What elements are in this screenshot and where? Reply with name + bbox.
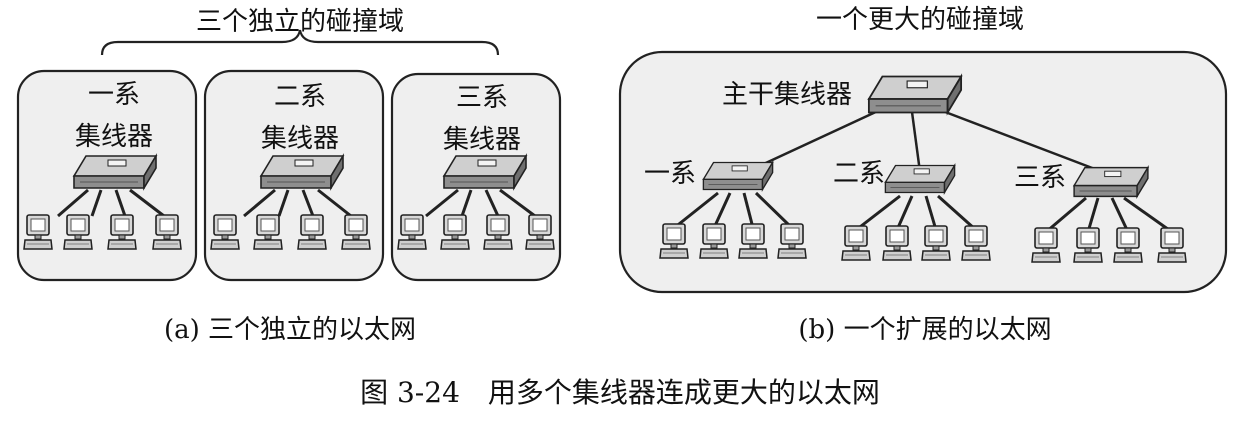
hub-label: 集线器 <box>75 122 153 152</box>
computer-icon <box>882 225 912 261</box>
panel-a-caption: (a) 三个独立的以太网 <box>164 315 416 345</box>
computer-icon <box>1073 227 1103 263</box>
hub-icon <box>260 155 344 189</box>
collision-domain-2: 二系 集线器 <box>203 69 385 282</box>
computer-icon <box>297 214 327 250</box>
panel-a: 三个独立的碰撞域 一系 集线器 二系 集线器 <box>16 7 562 345</box>
figure-caption: 图 3-24 用多个集线器连成更大的以太网 <box>360 376 880 409</box>
collision-domain-3: 三系 集线器 <box>390 72 562 282</box>
computer-icon <box>210 214 240 250</box>
computer-icon <box>1031 227 1061 263</box>
computer-icon <box>659 223 689 259</box>
computer-icon <box>23 214 53 250</box>
links <box>57 188 165 218</box>
computer-icon <box>107 214 137 250</box>
computer-icon <box>961 225 991 261</box>
dept-label: 三系 <box>1014 163 1066 193</box>
links <box>855 194 978 232</box>
computer-icon <box>841 225 871 261</box>
links <box>425 188 536 218</box>
panel-a-brace <box>100 29 500 56</box>
collision-domain-1: 一系 集线器 <box>16 69 198 282</box>
dept-label: 一系 <box>644 159 696 189</box>
hub-icon <box>1073 166 1149 198</box>
dept-label: 一系 <box>88 80 140 110</box>
computer-icon <box>253 214 283 250</box>
subnet-1: 一系 <box>644 159 807 259</box>
subnet-2: 二系 <box>833 159 991 261</box>
backbone-hub-label: 主干集线器 <box>722 80 852 110</box>
subnet-3: 三系 <box>1014 163 1187 263</box>
hub-icon <box>443 155 527 189</box>
computer-icon <box>397 214 427 250</box>
links <box>243 188 352 218</box>
computer-icon <box>525 214 555 250</box>
backbone-hub-icon <box>867 75 963 114</box>
panel-b: 一个更大的碰撞域 主干集线器 一系 二系 <box>618 5 1228 345</box>
hub-label: 集线器 <box>261 124 339 154</box>
hub-icon <box>73 155 157 189</box>
dept-label: 二系 <box>274 82 326 112</box>
computer-icon <box>483 214 513 250</box>
computer-icon <box>152 214 182 250</box>
computer-icon <box>738 223 768 259</box>
computer-icon <box>440 214 470 250</box>
panel-b-caption: (b) 一个扩展的以太网 <box>798 315 1051 345</box>
computer-icon <box>341 214 371 250</box>
computer-icon <box>63 214 93 250</box>
computer-icon <box>921 225 951 261</box>
links <box>673 191 794 230</box>
computer-icon <box>777 223 807 259</box>
hub-icon <box>884 164 956 194</box>
hub-label: 集线器 <box>443 125 521 155</box>
dept-label: 三系 <box>456 83 508 113</box>
dept-label: 二系 <box>833 159 885 189</box>
computer-icon <box>1113 227 1143 263</box>
panel-b-title: 一个更大的碰撞域 <box>816 5 1024 35</box>
links <box>1045 196 1173 234</box>
computer-icon <box>1157 227 1187 263</box>
hub-icon <box>702 161 774 191</box>
computer-icon <box>699 223 729 259</box>
